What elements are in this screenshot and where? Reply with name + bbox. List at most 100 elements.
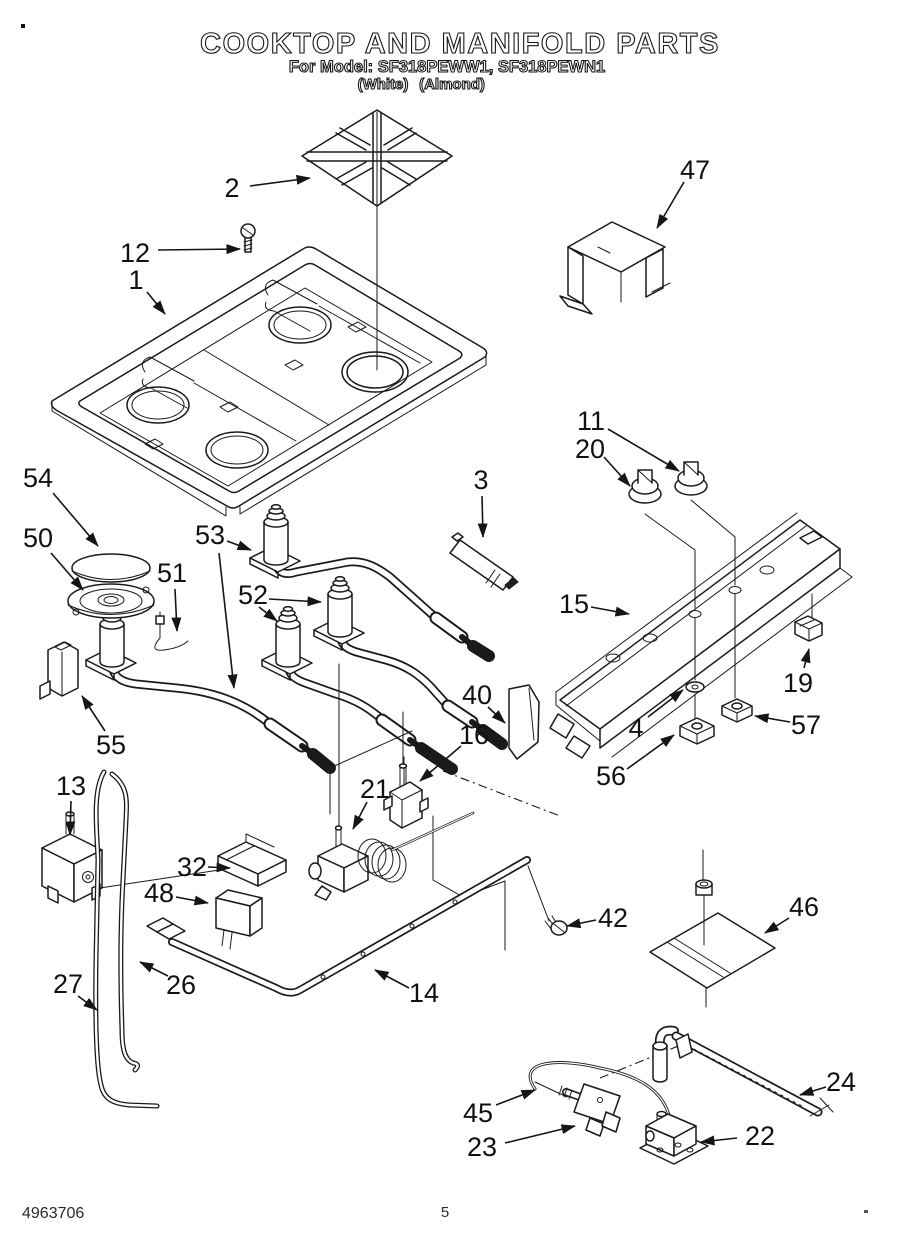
- part-46-foil: [649, 849, 776, 1008]
- leader-arrow-1: [146, 291, 166, 315]
- print-speck: [21, 24, 25, 28]
- part-24-burner-tube: [652, 1025, 834, 1117]
- part-52-venturi-left: [261, 606, 313, 681]
- callout-27: 27: [53, 969, 83, 999]
- part-23-ignitor: [558, 1083, 621, 1137]
- leader-arrow-54: [52, 492, 99, 547]
- part-40-baffle: [508, 684, 540, 760]
- callout-4: 4: [628, 713, 643, 743]
- leader-arrow-52: [258, 606, 278, 622]
- part-20-ignitor-switch: [628, 469, 696, 609]
- part-21-thermostat: [308, 811, 475, 901]
- callout-15: 15: [559, 589, 589, 619]
- callout-26: 26: [166, 970, 196, 1000]
- part-45-wire: [528, 1061, 672, 1120]
- callout-16: 16: [459, 720, 489, 750]
- page-number: 5: [441, 1204, 449, 1221]
- part-2-burner-grate: [301, 109, 453, 371]
- leader-arrow-27: [77, 995, 98, 1011]
- leader-arrow-51: [171, 588, 182, 632]
- leader-arrow-21: [352, 801, 368, 830]
- part-13-valve-switch: [41, 811, 227, 904]
- leader-arrow-45: [495, 1089, 536, 1106]
- callout-55: 55: [96, 730, 126, 760]
- callout-45: 45: [463, 1098, 493, 1128]
- part-15-manifold-rail: [549, 512, 853, 759]
- callout-22: 22: [745, 1121, 775, 1151]
- part-56-clip-nut: [679, 717, 715, 745]
- part-57-clip-nut: [721, 593, 753, 723]
- callout-54: 54: [23, 463, 53, 493]
- leader-arrow-42: [566, 918, 597, 929]
- part-16-valve: [383, 763, 429, 829]
- part-50-burner-base: [67, 583, 155, 619]
- part-50-burner-tube: [107, 657, 336, 774]
- leader-arrow-32: [207, 862, 231, 873]
- leader-arrow-40: [487, 706, 506, 724]
- part-19-clip: [794, 593, 823, 642]
- page-title: COOKTOP AND MANIFOLD PARTS: [200, 28, 720, 60]
- part-22-valve: [639, 1110, 709, 1165]
- part-55-bracket: [39, 641, 79, 700]
- part-11-ignitor-switch: [674, 461, 736, 586]
- callout-24: 24: [826, 1067, 856, 1097]
- leader-arrow-55: [81, 695, 106, 732]
- callout-3: 3: [473, 465, 488, 495]
- leader-arrow-24: [799, 1086, 827, 1096]
- leader-arrow-56: [626, 734, 675, 770]
- callout-19: 19: [783, 668, 813, 698]
- callout-1: 1: [128, 265, 143, 295]
- part-32-bracket: [217, 833, 287, 887]
- callout-51: 51: [157, 558, 187, 588]
- centerline: [442, 770, 561, 817]
- callout-13: 13: [56, 771, 86, 801]
- callout-42: 42: [598, 903, 628, 933]
- leader-arrow-26: [139, 961, 169, 977]
- leader-arrow-52: [268, 596, 322, 607]
- part-1-cooktop: [50, 246, 488, 517]
- leader-arrow-57: [754, 713, 791, 724]
- leader-arrow-22: [700, 1135, 738, 1146]
- header: COOKTOP AND MANIFOLD PARTS For Model: SF…: [200, 27, 720, 93]
- leader-arrow-53: [218, 552, 238, 689]
- callout-14: 14: [409, 978, 439, 1008]
- footer: 4963706 5: [22, 1204, 449, 1222]
- finish-almond-label: (Almond): [419, 76, 485, 93]
- callout-56: 56: [596, 761, 626, 791]
- callout-53: 53: [195, 520, 225, 550]
- print-speck: [864, 1210, 868, 1213]
- callout-46: 46: [789, 892, 819, 922]
- part-4-washer: [685, 617, 705, 723]
- callout-11: 11: [577, 406, 605, 436]
- leader-arrow-13: [65, 800, 76, 836]
- leader-arrow-53: [226, 540, 252, 551]
- leader-arrow-12: [157, 244, 241, 255]
- callout-52: 52: [238, 580, 268, 610]
- centerline: [599, 1041, 689, 1079]
- finish-white-label: (White): [358, 76, 409, 93]
- leader-arrow-48: [175, 895, 209, 906]
- leader-arrow-15: [590, 606, 630, 617]
- part-14-manifold-pipe: [168, 856, 550, 997]
- part-48-box: [215, 889, 263, 950]
- leader-arrow-50: [50, 552, 84, 591]
- part-51-igniter: [154, 611, 189, 651]
- part-54-burner-cap: [71, 553, 151, 583]
- part-3-tube: [449, 532, 519, 591]
- leader-arrow-47: [656, 181, 685, 229]
- part-27-tube: [93, 769, 160, 1109]
- callout-48: 48: [144, 878, 174, 908]
- leader-arrow-2: [249, 174, 311, 187]
- callout-2: 2: [224, 173, 239, 203]
- callout-40: 40: [462, 680, 492, 710]
- callout-47: 47: [680, 155, 710, 185]
- callout-20: 20: [575, 434, 605, 464]
- leader-arrow-11: [607, 428, 680, 472]
- part-12-screw: [240, 223, 256, 253]
- part-53-burner-tube: [271, 555, 495, 662]
- part-26-tube: [109, 771, 186, 1073]
- callout-12: 12: [120, 238, 150, 268]
- leader-arrow-3: [477, 495, 488, 538]
